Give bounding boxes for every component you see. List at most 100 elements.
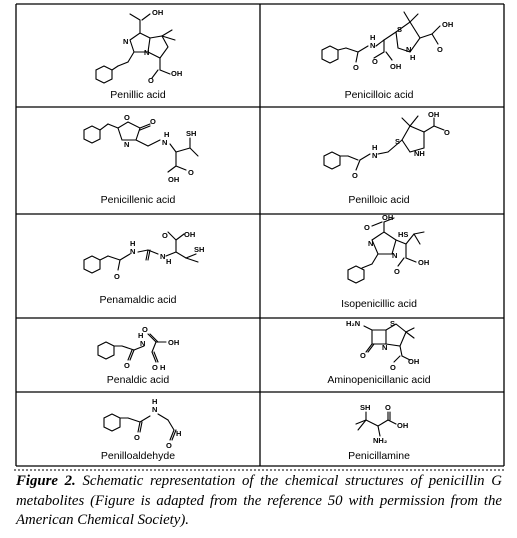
compound-penillic-acid: OH N N O OH Penillic acid bbox=[95, 8, 182, 101]
atom-label: O bbox=[372, 57, 378, 66]
compound-name: Penicillamine bbox=[348, 450, 410, 462]
atom-label: N bbox=[130, 247, 135, 256]
structure-atoms: O OH O N H SH N H bbox=[114, 230, 204, 281]
compound-penicillamine: SH O OH NH₂ Penicillamine bbox=[348, 403, 410, 462]
atom-label: NH bbox=[414, 149, 425, 158]
caption-text: Schematic representation of the chemical… bbox=[16, 473, 502, 528]
atom-label: N bbox=[162, 138, 167, 147]
atom-label: H bbox=[160, 363, 165, 372]
atom-label: S bbox=[390, 319, 395, 328]
atom-label: O bbox=[444, 128, 450, 137]
compound-penilloaldehyde: H N O O H Penilloaldehyde bbox=[101, 397, 182, 462]
atom-label: H bbox=[372, 143, 377, 152]
atom-label: O bbox=[437, 45, 443, 54]
atom-label: SH bbox=[186, 129, 196, 138]
atom-label: OH bbox=[168, 175, 179, 184]
atom-label: N bbox=[368, 239, 373, 248]
atom-label: N bbox=[382, 343, 387, 352]
compound-name: Penamaldic acid bbox=[99, 294, 176, 306]
structure-bonds bbox=[363, 323, 415, 363]
atom-label: H bbox=[138, 331, 143, 340]
atom-label: N bbox=[123, 37, 128, 46]
structure-atoms: O OH N H O O H bbox=[124, 325, 179, 372]
compound-penamaldic-acid: O OH O N H SH N H Penamaldic acid bbox=[83, 230, 204, 306]
atom-label: OH bbox=[184, 230, 195, 239]
atom-label: O bbox=[162, 231, 168, 240]
atom-label: O bbox=[166, 441, 172, 450]
atom-label: NH₂ bbox=[373, 436, 387, 445]
atom-label: N bbox=[144, 48, 149, 57]
compound-name: Penilloic acid bbox=[348, 194, 409, 206]
compound-name: Penicilloic acid bbox=[345, 89, 414, 101]
compound-isopenicillic-acid: OH O HS N N O OH Isopenicillic acid bbox=[341, 213, 429, 310]
compound-name: Penillic acid bbox=[110, 89, 166, 101]
structure-bonds bbox=[355, 411, 397, 437]
atom-label: O bbox=[188, 168, 194, 177]
atom-label: H bbox=[166, 257, 171, 266]
atom-label: OH bbox=[428, 110, 439, 119]
atom-label: N bbox=[140, 339, 145, 348]
atom-label: H bbox=[152, 397, 157, 406]
atom-label: OH bbox=[390, 62, 401, 71]
structure-bonds bbox=[321, 11, 441, 64]
atom-label: N bbox=[406, 45, 411, 54]
atom-label: OH bbox=[152, 8, 163, 17]
atom-label: H bbox=[176, 429, 181, 438]
atom-label: O bbox=[142, 325, 148, 334]
atom-label: O bbox=[134, 433, 140, 442]
structure-atoms: OH O S NH O N H bbox=[352, 110, 450, 180]
compound-penaldic-acid: O OH N H O O H Penaldic acid bbox=[97, 325, 179, 386]
atom-label: H bbox=[410, 53, 415, 62]
atom-label: N bbox=[152, 405, 157, 414]
atom-label: H bbox=[130, 239, 135, 248]
atom-label: N bbox=[370, 41, 375, 50]
atom-label: O bbox=[152, 363, 158, 372]
atom-label: O bbox=[364, 223, 370, 232]
atom-label: H₂N bbox=[346, 319, 360, 328]
atom-label: N bbox=[372, 151, 377, 160]
atom-label: O bbox=[390, 363, 396, 372]
compound-penicilloic-acid: S OH O N H H N O OH O Penicilloic acid bbox=[321, 11, 453, 101]
structure-atoms: OH N N O OH bbox=[123, 8, 182, 85]
atom-label: N bbox=[392, 251, 397, 260]
structure-bonds bbox=[95, 13, 176, 84]
atom-label: H bbox=[164, 130, 169, 139]
atom-label: N bbox=[160, 252, 165, 261]
atom-label: O bbox=[360, 351, 366, 360]
atom-label: S bbox=[397, 25, 402, 34]
atom-label: O bbox=[394, 267, 400, 276]
compound-name: Penilloaldehyde bbox=[101, 450, 175, 462]
structure-atoms: S OH O N H H N O OH O bbox=[353, 20, 453, 72]
compound-name: Isopenicillic acid bbox=[341, 298, 417, 310]
compound-name: Aminopenicillanic acid bbox=[327, 374, 430, 386]
structure-atoms: O O N N H SH O OH bbox=[124, 113, 196, 184]
atom-label: HS bbox=[398, 230, 408, 239]
atom-label: O bbox=[124, 361, 130, 370]
atom-label: O bbox=[148, 76, 154, 85]
atom-label: OH bbox=[418, 258, 429, 267]
atom-label: O bbox=[150, 117, 156, 126]
atom-label: OH bbox=[382, 213, 393, 222]
atom-label: OH bbox=[442, 20, 453, 29]
compound-name: Penaldic acid bbox=[107, 374, 170, 386]
atom-label: O bbox=[353, 63, 359, 72]
atom-label: OH bbox=[171, 69, 182, 78]
atom-label: O bbox=[114, 272, 120, 281]
structure-atoms: H₂N S N O O OH bbox=[346, 319, 419, 372]
structure-atoms: OH O HS N N O OH bbox=[364, 213, 429, 276]
figure-caption: Figure 2. Schematic representation of th… bbox=[16, 472, 502, 531]
structure-atoms: SH O OH NH₂ bbox=[360, 403, 408, 445]
atom-label: OH bbox=[397, 421, 408, 430]
atom-label: N bbox=[124, 140, 129, 149]
compound-penilloic-acid: OH O S NH O N H Penilloic acid bbox=[323, 110, 450, 206]
atom-label: O bbox=[352, 171, 358, 180]
structure-bonds bbox=[83, 231, 199, 274]
structure-bonds bbox=[83, 121, 199, 173]
structure-bonds bbox=[103, 413, 177, 441]
caption-label: Figure 2. bbox=[16, 473, 76, 489]
structure-bonds bbox=[97, 333, 167, 363]
compound-name: Penicillenic acid bbox=[101, 194, 176, 206]
atom-label: O bbox=[124, 113, 130, 122]
compound-penicillenic-acid: O O N N H SH O OH Penicillenic acid bbox=[83, 113, 199, 206]
